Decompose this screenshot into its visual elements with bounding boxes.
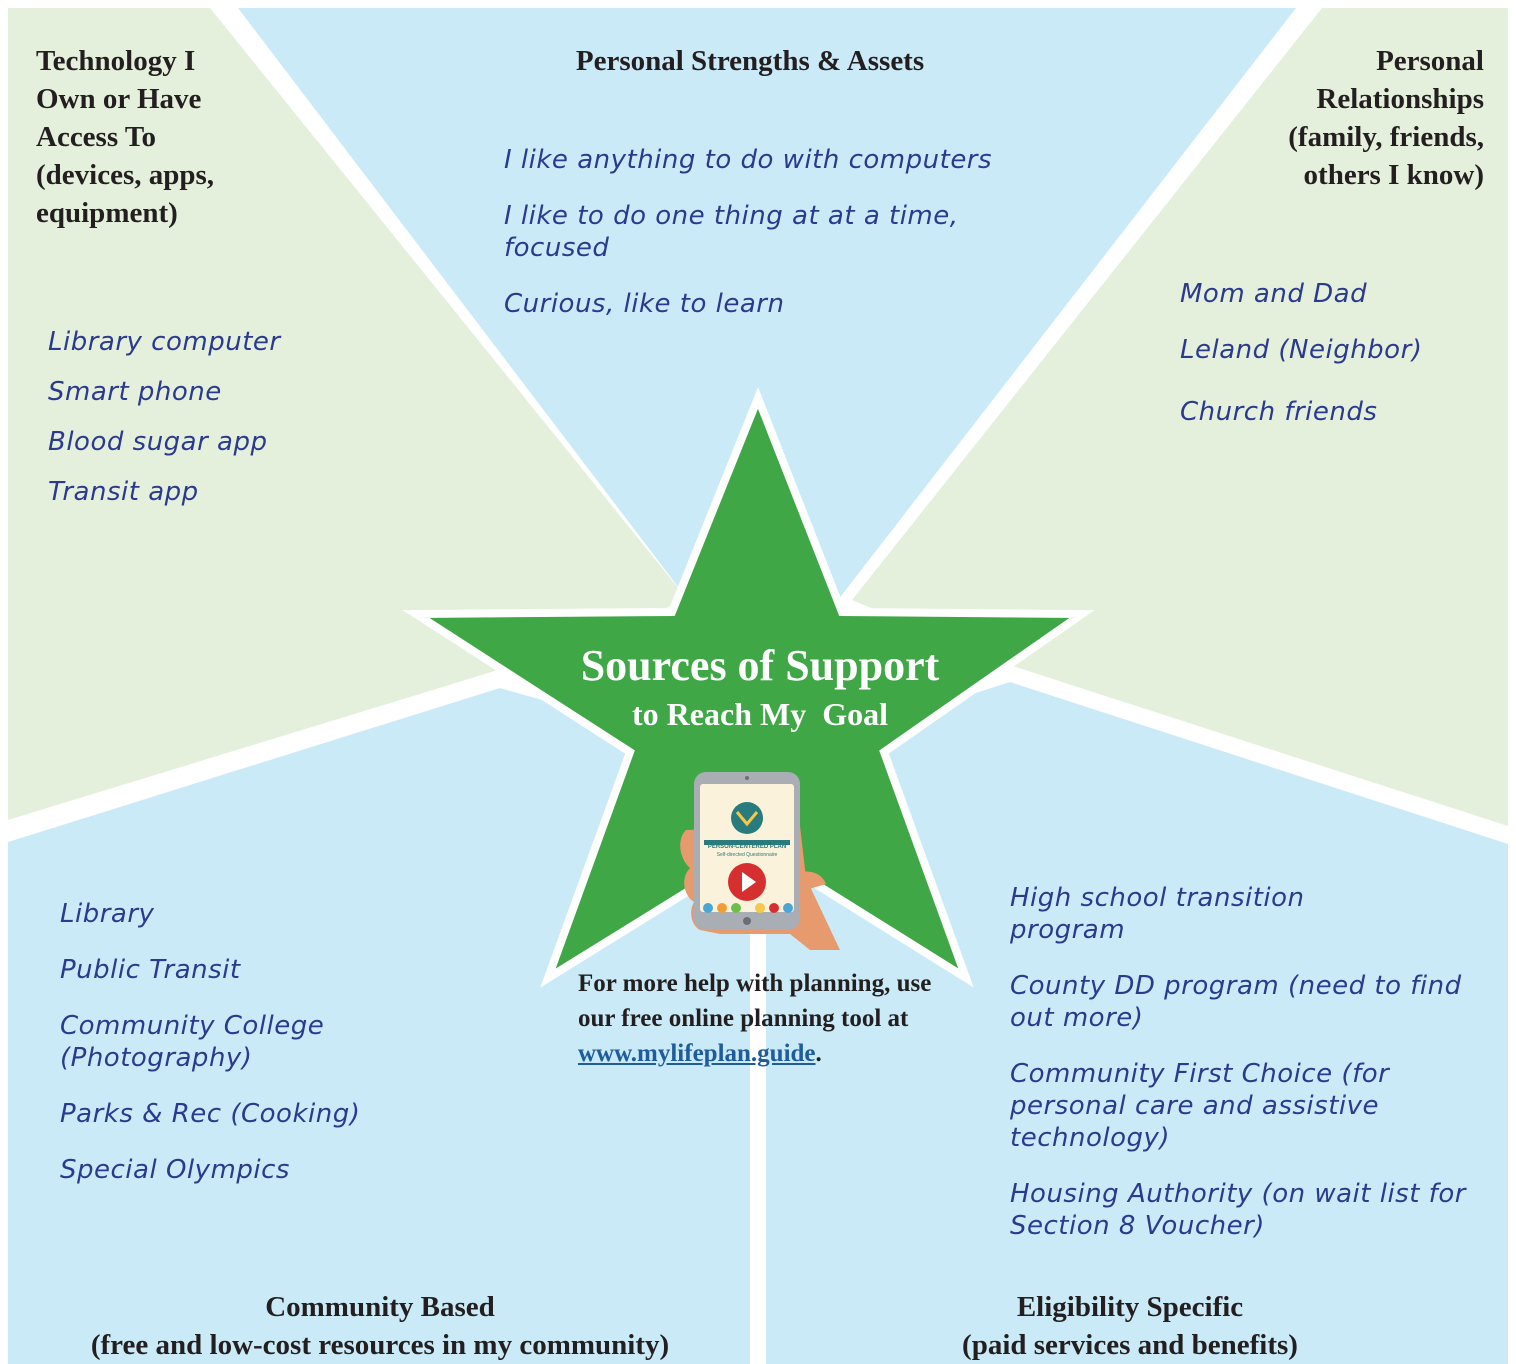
list-item: Church friends bbox=[1180, 397, 1378, 427]
community-panel bbox=[8, 688, 750, 1364]
eligibility-list: High school transition program County DD… bbox=[1010, 882, 1480, 1242]
list-item: I like anything to do with computers bbox=[504, 145, 993, 175]
technology-list: Library computer Smart phone Blood sugar… bbox=[48, 326, 348, 508]
list-item: I like to do one thing at at a time, foc… bbox=[504, 201, 959, 263]
tablet-illustration bbox=[680, 772, 840, 950]
strengths-list: I like anything to do with computers I l… bbox=[504, 144, 1084, 320]
list-item: Parks & Rec (Cooking) bbox=[60, 1099, 361, 1129]
list-item: Library computer bbox=[48, 327, 281, 357]
list-item: Blood sugar app bbox=[48, 427, 268, 457]
list-item: Public Transit bbox=[60, 955, 241, 985]
list-item: High school transition program bbox=[1010, 883, 1305, 945]
strengths-panel bbox=[238, 8, 1296, 600]
list-item: Housing Authority (on wait list for Sect… bbox=[1010, 1179, 1466, 1241]
list-item: Leland (Neighbor) bbox=[1180, 335, 1423, 365]
diagram-title: Sources of Support bbox=[580, 641, 940, 690]
list-item: Community First Choice (for personal car… bbox=[1010, 1059, 1390, 1153]
technology-heading: Technology I Own or Have Access To (devi… bbox=[36, 45, 215, 229]
list-item: Library bbox=[60, 899, 155, 929]
eligibility-heading: Eligibility Specific (paid services and … bbox=[962, 1291, 1298, 1361]
list-item: Curious, like to learn bbox=[504, 289, 785, 319]
strengths-heading: Personal Strengths & Assets bbox=[575, 45, 925, 77]
diagram-subtitle: to Reach My Goal bbox=[632, 696, 888, 732]
mylifeplan-link[interactable]: www.mylifeplan.guide bbox=[578, 1040, 816, 1067]
community-heading: Community Based (free and low-cost resou… bbox=[90, 1291, 670, 1361]
eligibility-panel bbox=[766, 682, 1508, 1364]
list-item: Special Olympics bbox=[60, 1155, 290, 1185]
relationships-heading: Personal Relationships (family, friends,… bbox=[1288, 45, 1484, 191]
tablet-title: PERSON-CENTERED PLAN bbox=[707, 844, 787, 850]
help-text: For more help with planning, use our fre… bbox=[578, 970, 932, 1067]
list-item: County DD program (need to find out more… bbox=[1010, 971, 1462, 1033]
list-item: Smart phone bbox=[48, 377, 222, 407]
relationships-list: Mom and Dad Leland (Neighbor) Church fri… bbox=[1180, 278, 1500, 428]
list-item: Community College (Photography) bbox=[60, 1011, 325, 1073]
list-item: Transit app bbox=[48, 477, 199, 507]
tablet-subtitle: Self-directed Questionnaire bbox=[716, 852, 778, 858]
community-list: Library Public Transit Community College… bbox=[60, 898, 460, 1186]
list-item: Mom and Dad bbox=[1180, 279, 1368, 309]
